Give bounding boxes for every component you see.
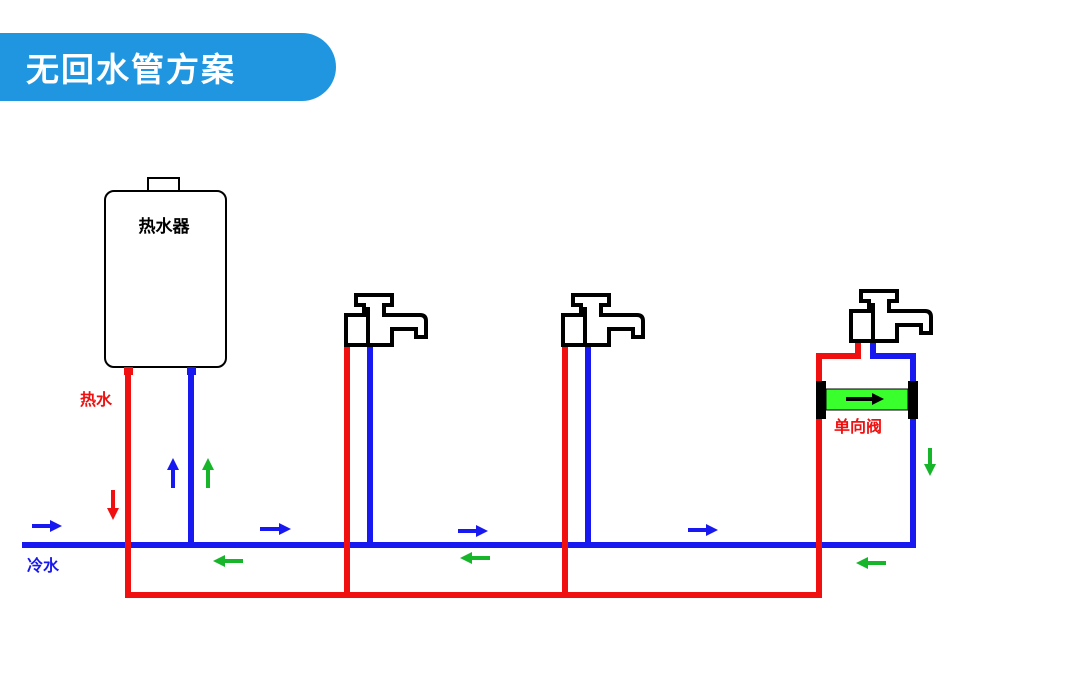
flow-arrow-icon bbox=[167, 458, 179, 488]
flow-arrow-icon bbox=[688, 524, 718, 536]
heater-cold-inlet bbox=[187, 367, 196, 375]
heater-top-vent bbox=[147, 177, 180, 193]
flow-arrow-icon bbox=[460, 552, 490, 564]
hot-pipes bbox=[125, 343, 861, 598]
faucet-icon bbox=[849, 289, 933, 343]
hot-main-pipe bbox=[125, 343, 861, 598]
check-valve-label: 单向阀 bbox=[834, 417, 882, 436]
cold-return-loop bbox=[870, 343, 916, 545]
cold-water-label: 冷水 bbox=[27, 556, 60, 575]
cold-pipes bbox=[22, 343, 916, 548]
flow-arrow-icon bbox=[856, 557, 886, 569]
faucet-icon bbox=[344, 293, 428, 347]
flow-arrow-icon bbox=[107, 490, 119, 520]
heater-hot-outlet bbox=[124, 367, 133, 375]
flow-arrow-icon bbox=[924, 448, 936, 476]
flow-arrow-icon bbox=[202, 458, 214, 488]
heater-label: 热水器 bbox=[139, 216, 191, 237]
title-banner: 无回水管方案 bbox=[0, 33, 336, 101]
check-valve-icon bbox=[816, 381, 918, 419]
flow-arrow-icon bbox=[32, 520, 62, 532]
flow-arrow-icon bbox=[458, 525, 488, 537]
water-heater bbox=[104, 190, 227, 368]
page-title: 无回水管方案 bbox=[26, 50, 236, 89]
faucet-icon bbox=[561, 293, 645, 347]
hot-water-label: 热水 bbox=[80, 390, 113, 409]
flow-arrow-icon bbox=[213, 555, 243, 567]
flow-arrow-icon bbox=[260, 523, 291, 535]
